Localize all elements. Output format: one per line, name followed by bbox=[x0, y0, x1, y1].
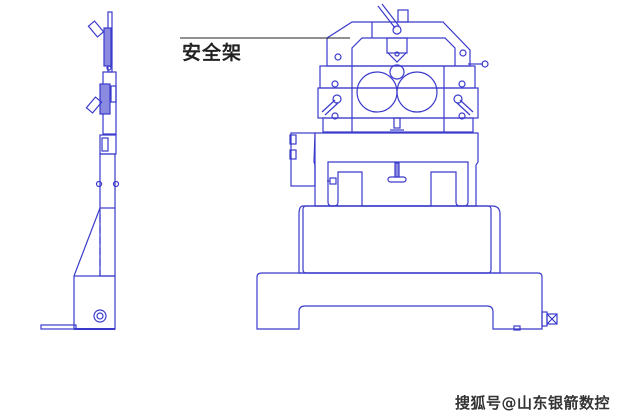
watermark: 搜狐号@山东银箭数控 bbox=[455, 394, 611, 412]
front-view bbox=[256, 3, 558, 331]
side-view bbox=[40, 11, 120, 330]
safety-frame bbox=[326, 21, 471, 67]
safety-frame-label: 安全架 bbox=[182, 42, 243, 64]
